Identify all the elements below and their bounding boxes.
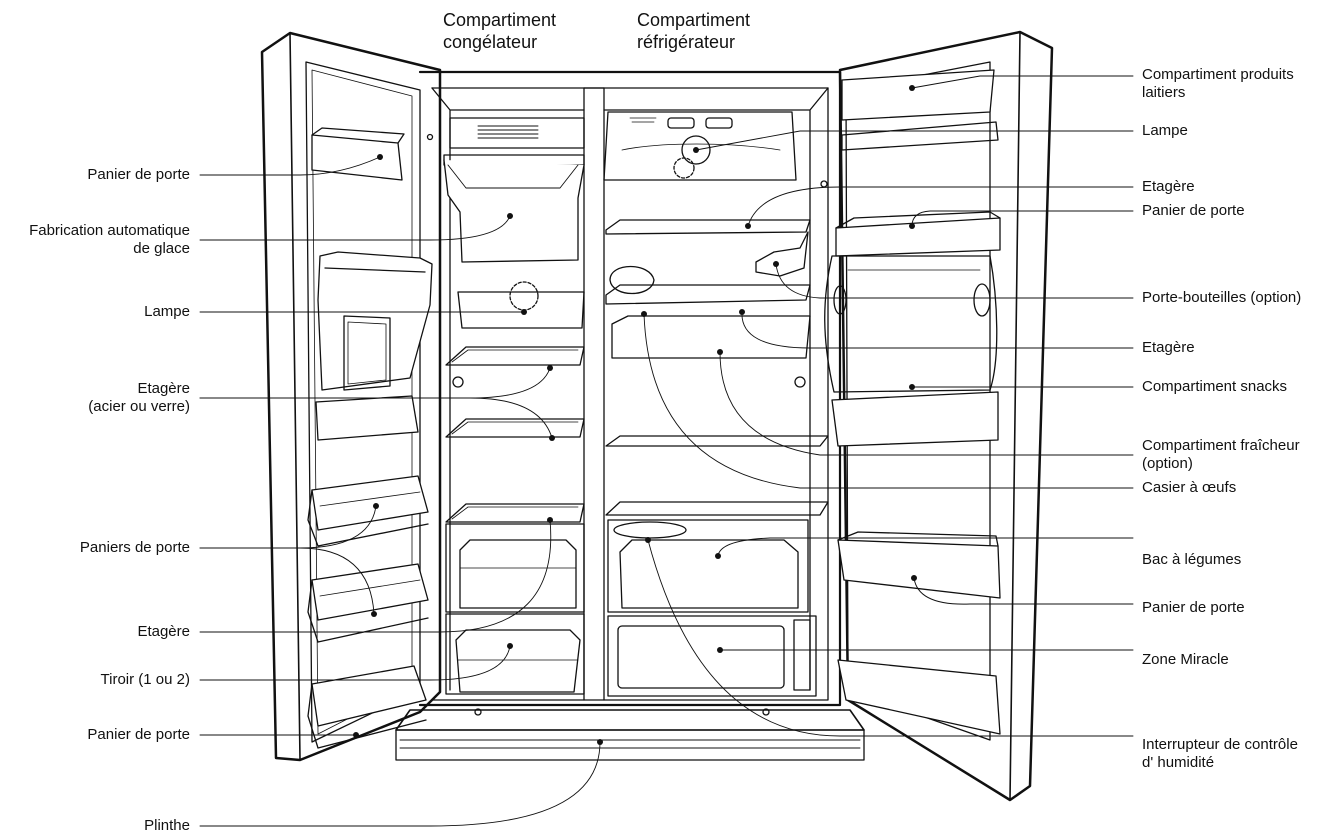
label-humidity-line2: d' humidité <box>1142 754 1215 771</box>
miracle-zone <box>607 615 817 697</box>
label-lamp-left: Lampe <box>144 303 190 320</box>
label-lamp-right: Lampe <box>1142 122 1188 139</box>
kick-plate-shape <box>395 708 865 761</box>
dispenser-housing <box>317 251 433 391</box>
label-shelf-left-2: Etagère <box>137 623 190 640</box>
freezer-vent <box>449 117 585 149</box>
label-door-bins-left: Paniers de porte <box>79 539 190 556</box>
label-ice-maker-line1: Fabrication automatique <box>29 222 190 239</box>
fridge-title: Compartiment réfrigérateur <box>637 9 750 53</box>
label-dairy: Compartiment produits laitiers <box>1142 66 1294 102</box>
freezer-drawer <box>445 613 585 695</box>
label-door-bin-left-2: Panier de porte <box>87 726 190 743</box>
label-door-bin-left-1: Panier de porte <box>87 166 190 183</box>
label-shelf-right-1: Etagère <box>1142 178 1195 195</box>
fridge-title-line2: réfrigérateur <box>637 32 736 52</box>
snack-compartment <box>824 255 998 393</box>
label-shelf-right-2: Etagère <box>1142 339 1195 356</box>
freezer-title: Compartiment congélateur <box>443 9 556 53</box>
label-dairy-line2: laitiers <box>1142 84 1186 101</box>
fridge-lamp-housing <box>603 111 797 181</box>
leader-lines <box>199 75 1134 827</box>
fresh-compartment <box>611 315 811 359</box>
door-bin-left-2 <box>307 665 427 749</box>
fridge-title-line1: Compartiment <box>637 10 751 30</box>
label-fresh-line1: Compartiment fraîcheur <box>1142 437 1300 454</box>
label-egg: Casier à œufs <box>1142 479 1237 496</box>
freezer-title-line2: congélateur <box>443 32 538 52</box>
label-miracle: Zone Miracle <box>1142 651 1229 668</box>
door-bin-left-1 <box>311 127 405 181</box>
label-fresh: Compartiment fraîcheur (option) <box>1142 437 1300 473</box>
label-door-bin-right-2: Panier de porte <box>1142 599 1245 616</box>
label-fresh-line2: (option) <box>1142 455 1193 472</box>
right-door <box>820 30 1054 802</box>
label-shelf-left-line2: (acier ou verre) <box>88 398 190 415</box>
freezer-basket <box>445 523 585 613</box>
freezer-shelves <box>445 346 585 523</box>
label-shelf-left: Etagère (acier ou verre) <box>88 380 190 416</box>
label-snack: Compartiment snacks <box>1142 378 1288 395</box>
label-shelf-left-line1: Etagère <box>137 380 190 397</box>
leader-dots <box>353 85 917 745</box>
label-bottle-holder: Porte-bouteilles (option) <box>1142 289 1302 306</box>
label-drawer: Tiroir (1 ou 2) <box>100 671 190 688</box>
label-vegetable: Bac à légumes <box>1142 551 1242 568</box>
label-humidity: Interrupteur de contrôle d' humidité <box>1142 736 1298 772</box>
ice-maker <box>443 154 585 263</box>
fridge-shelves <box>605 219 829 516</box>
label-door-bin-right-1: Panier de porte <box>1142 202 1245 219</box>
door-bin-right-1 <box>835 211 1001 257</box>
label-dairy-line1: Compartiment produits <box>1142 66 1294 83</box>
door-bin-right-2 <box>837 531 1001 599</box>
freezer-title-line1: Compartiment <box>443 10 557 30</box>
cabinet <box>418 70 842 707</box>
label-kick-plate: Plinthe <box>144 817 190 834</box>
label-ice-maker-line2: de glace <box>133 240 190 257</box>
bottle-holder <box>755 231 809 277</box>
dairy-compartment <box>841 69 995 121</box>
left-door <box>260 31 442 762</box>
label-humidity-line1: Interrupteur de contrôle <box>1142 736 1298 753</box>
door-bins-left <box>307 475 429 643</box>
freezer-lamp <box>457 281 585 329</box>
egg-tray <box>609 266 655 294</box>
vegetable-bin <box>607 519 809 613</box>
label-ice-maker: Fabrication automatique de glace <box>29 222 190 258</box>
